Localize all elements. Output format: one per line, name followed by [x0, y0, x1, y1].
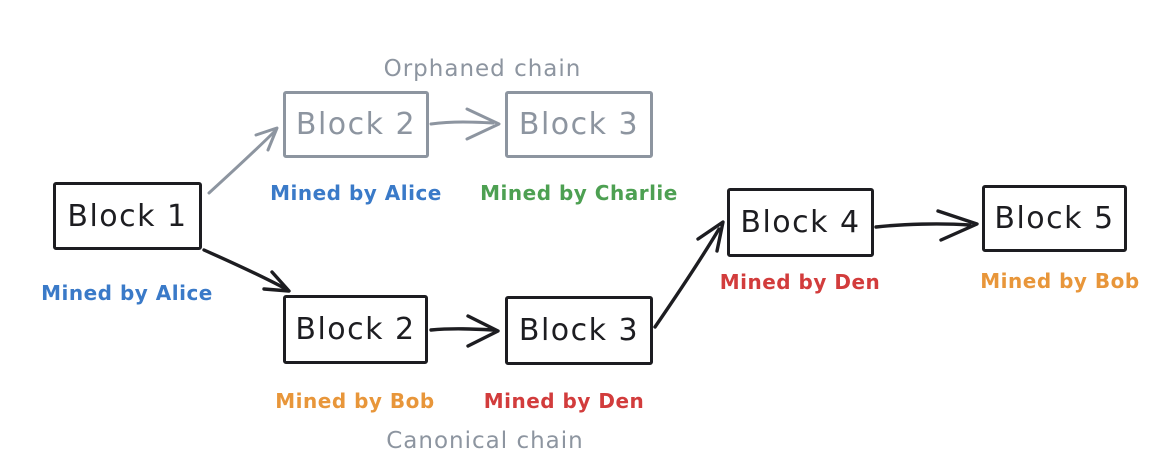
- canonical-block-3-label: Block 3: [518, 313, 640, 348]
- block-5: Block 5: [982, 185, 1127, 252]
- miner-label-orphaned-block-2: Mined by Alice: [270, 181, 442, 205]
- miner-label-block-4: Mined by Den: [719, 270, 881, 294]
- orphaned-block-3: Block 3: [505, 91, 653, 158]
- orphaned-block-2: Block 2: [283, 91, 429, 158]
- arrow-canonical-block2-to-canonical-block3: [429, 314, 500, 348]
- miner-label-orphaned-block-3: Mined by Charlie: [480, 181, 678, 205]
- arrow-orphaned-block2-to-orphaned-block3: [429, 107, 501, 141]
- canonical-block-2-label: Block 2: [295, 312, 416, 347]
- canonical-block-3: Block 3: [505, 296, 653, 365]
- block-5-label: Block 5: [994, 201, 1115, 236]
- block-4: Block 4: [727, 188, 874, 257]
- canonical-block-2: Block 2: [283, 295, 428, 364]
- canonical-chain-label: Canonical chain: [386, 428, 584, 454]
- block-4-label: Block 4: [740, 205, 861, 240]
- arrow-block4-to-block5: [874, 209, 979, 242]
- miner-label-block-5: Mined by Bob: [980, 269, 1140, 293]
- block-1: Block 1: [53, 182, 202, 250]
- miner-label-block-1: Mined by Alice: [41, 281, 213, 305]
- orphaned-block-3-label: Block 3: [518, 107, 640, 142]
- miner-label-canonical-block-3: Mined by Den: [483, 389, 645, 413]
- block-1-label: Block 1: [67, 198, 188, 234]
- orphaned-chain-label: Orphaned chain: [383, 56, 582, 82]
- miner-label-canonical-block-2: Mined by Bob: [275, 389, 435, 413]
- orphaned-block-2-label: Block 2: [295, 107, 417, 142]
